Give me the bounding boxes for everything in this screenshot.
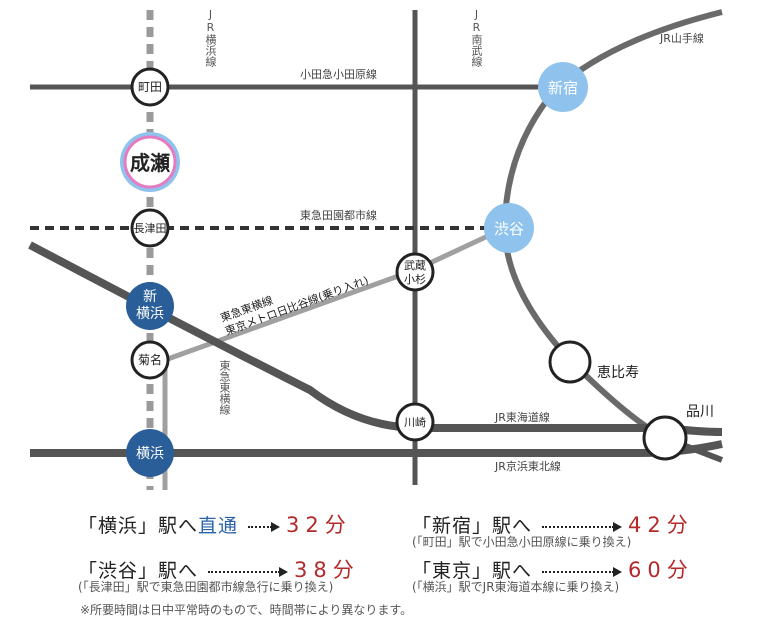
route-shibuya: 「渋谷」駅へ 38分 (78, 554, 360, 584)
station-kawasaki: 川崎 (395, 402, 435, 442)
svg-text:町田: 町田 (138, 80, 162, 94)
route-note: (「町田」駅で小田急小田原線に乗り換え) (412, 535, 632, 549)
route-time: 38 (294, 558, 333, 582)
arrow-icon (542, 561, 623, 583)
route-time: 32 (286, 513, 325, 537)
station-naruse: 成瀬 (120, 132, 180, 192)
svg-text:恵比寿: 恵比寿 (597, 364, 639, 381)
svg-text:新: 新 (143, 289, 157, 305)
arrow-icon (208, 561, 289, 583)
svg-text:横浜: 横浜 (136, 446, 164, 462)
route-yokohama: 「横浜」駅へ直通 32分 (78, 509, 352, 539)
svg-text:菊名: 菊名 (138, 352, 162, 367)
route-unit: 分 (666, 558, 694, 582)
jr-nambu-label: JR南武線 (424, 8, 483, 67)
station-machida: 町田 (130, 67, 170, 107)
station-shin-yokohama: 新 横浜 (126, 282, 174, 330)
denentoshi-label: 東急田園都市線 (300, 208, 377, 222)
route-note: (「横浜」駅でJR東海道本線に乗り換え) (412, 580, 620, 594)
station-ebisu: 恵比寿 (548, 340, 639, 384)
station-yokohama: 横浜 (126, 429, 174, 477)
route-map: JR横浜線 JR南武線 小田急小田原線 東急田園都市線 JR山手線 JR東海道線… (28, 8, 724, 490)
footnote: ※所要時間は日中平常時のもので、時間帯により異なります。 (80, 603, 413, 617)
svg-text:小杉: 小杉 (404, 272, 426, 286)
svg-text:川崎: 川崎 (404, 415, 426, 429)
route-note: (「長津田」駅で東急田園都市線急行に乗り換え) (78, 580, 334, 594)
yamanote-label: JR山手線 (659, 31, 704, 45)
route-unit: 分 (324, 513, 352, 537)
route-direct: 直通 (198, 515, 239, 537)
station-musashi-kosugi: 武蔵 小杉 (395, 252, 435, 292)
route-unit: 分 (666, 513, 694, 537)
route-shinjuku: 「新宿」駅へ 42分 (412, 509, 694, 539)
toyoko-vertical-label: 東急東横線 (176, 360, 231, 415)
route-unit: 分 (332, 558, 360, 582)
route-dest: 「渋谷」駅へ (78, 560, 199, 582)
jr-yokohama-label: JR横浜線 (158, 8, 217, 67)
station-shinjuku: 新宿 (538, 62, 588, 112)
svg-text:長津田: 長津田 (134, 222, 167, 235)
arrow-icon (542, 516, 623, 538)
route-time: 42 (628, 513, 667, 537)
odakyu-label: 小田急小田原線 (300, 67, 377, 81)
keihin-tohoku-label: JR京浜東北線 (494, 459, 561, 473)
route-dest: 「新宿」駅へ (412, 515, 533, 537)
route-time: 60 (628, 558, 667, 582)
station-kikuna: 菊名 (130, 340, 170, 380)
route-tokyo: 「東京」駅へ 60分 (412, 554, 694, 584)
station-nagatsuta: 長津田 (130, 208, 170, 248)
route-dest: 「東京」駅へ (412, 560, 533, 582)
svg-text:新宿: 新宿 (548, 79, 578, 97)
svg-text:渋谷: 渋谷 (494, 220, 524, 238)
tokaido-label: JR東海道線 (494, 410, 550, 424)
station-shinagawa: 品川 (642, 404, 714, 461)
svg-text:成瀬: 成瀬 (130, 151, 170, 175)
svg-text:武蔵: 武蔵 (404, 259, 426, 272)
svg-text:品川: 品川 (686, 404, 714, 420)
arrow-icon (248, 516, 281, 538)
route-dest: 「横浜」駅へ (78, 515, 199, 537)
station-shibuya: 渋谷 (484, 203, 534, 253)
svg-text:横浜: 横浜 (136, 306, 164, 322)
toyoko-label-group: 東急東横線 東京メトロ日比谷線(乗り入れ) (218, 273, 370, 338)
